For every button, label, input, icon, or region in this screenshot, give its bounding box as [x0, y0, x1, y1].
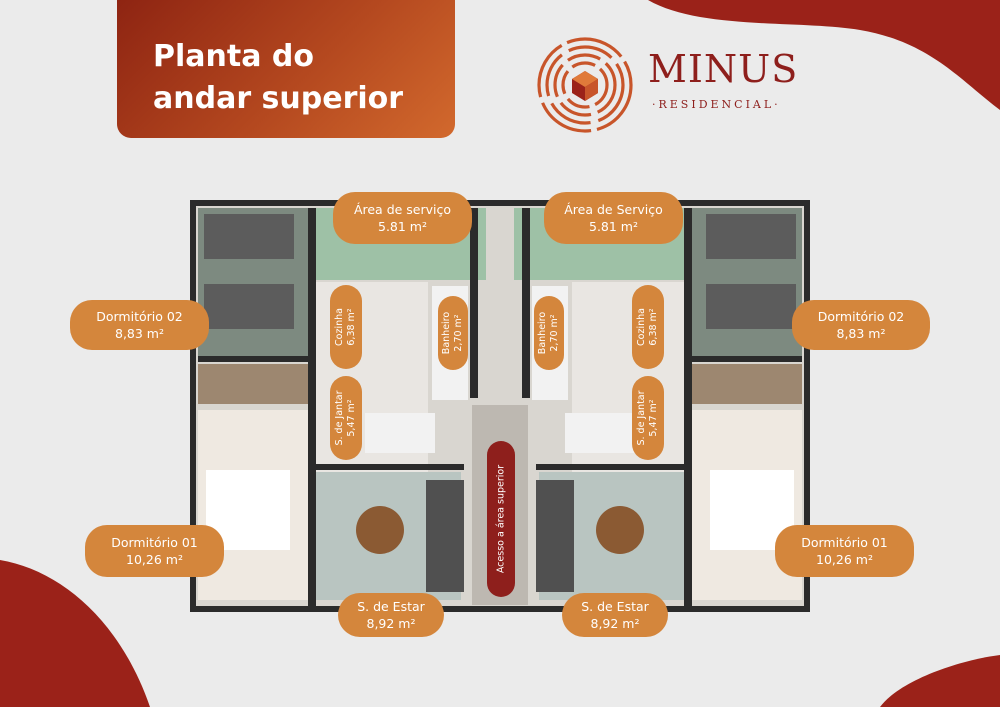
label-area-servico-left: Área de serviço 5.81 m² — [333, 192, 472, 244]
label-estar-left: S. de Estar 8,92 m² — [338, 593, 444, 637]
label-area-servico-right: Área de Serviço 5.81 m² — [544, 192, 683, 244]
maze-emblem-icon — [537, 37, 633, 133]
label-dormitorio02-right: Dormitório 02 8,83 m² — [792, 300, 930, 350]
page-title-line1: Planta do — [153, 39, 314, 74]
brand-subtitle: ·RESIDENCIAL· — [652, 98, 781, 111]
label-estar-right: S. de Estar 8,92 m² — [562, 593, 668, 637]
brand-logo: MINUS ·RESIDENCIAL· — [535, 35, 840, 135]
brand-name: MINUS — [648, 47, 799, 91]
label-dormitorio01-left: Dormitório 01 10,26 m² — [85, 525, 224, 577]
label-stair-access: Acesso a área superior — [487, 441, 515, 597]
page-title-line2: andar superior — [153, 81, 404, 116]
label-dormitorio02-left: Dormitório 02 8,83 m² — [70, 300, 209, 350]
title-card: Planta do andar superior — [117, 0, 455, 138]
label-dormitorio01-right: Dormitório 01 10,26 m² — [775, 525, 914, 577]
